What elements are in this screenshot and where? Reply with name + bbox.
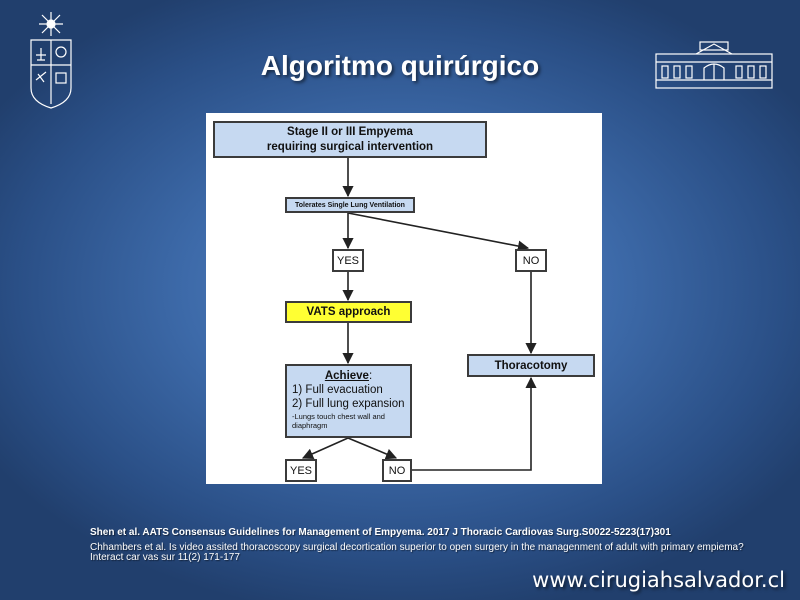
no-box-1: NO <box>515 249 547 272</box>
slide-title: Algoritmo quirúrgico <box>260 50 540 81</box>
tolerates-slv-box: Tolerates Single Lung Ventilation <box>285 197 415 213</box>
reference-chambers: Chhambers et al. Is video assited thorac… <box>90 542 744 563</box>
achieve-item-1: 1) Full evacuation <box>292 384 383 396</box>
reference-shen: Shen et al. AATS Consensus Guidelines fo… <box>90 527 671 538</box>
arrow-achieve-to-yes <box>301 437 349 460</box>
yes-label-1: YES <box>336 254 359 267</box>
thoracotomy-label: Thoracotomy <box>494 359 568 372</box>
website-url: www.cirugiahsalvador.cl <box>532 568 785 592</box>
flowchart-arrows <box>301 158 537 471</box>
achieve-colon: : <box>368 370 373 382</box>
no-label-2: NO <box>388 464 406 477</box>
achieve-item-2: 2) Full lung expansion <box>292 398 405 410</box>
hospital-building-logo <box>652 40 776 92</box>
stage-line-1: Stage II or III Empyema <box>287 125 413 138</box>
tolerates-label: Tolerates Single Lung Ventilation <box>295 201 405 209</box>
arrow-no-to-thoracotomy-loop <box>412 376 537 471</box>
stage-line-2: requiring surgical intervention <box>266 140 434 153</box>
achieve-title: Achieve <box>324 370 369 382</box>
stage-empyema-box: Stage II or III Empyema requiring surgic… <box>213 121 487 158</box>
vats-approach-box: VATS approach <box>285 301 412 323</box>
no-label-1: NO <box>522 254 540 267</box>
university-crest-logo <box>26 10 76 110</box>
thoracotomy-box: Thoracotomy <box>467 354 595 377</box>
achieve-note: -Lungs touch chest wall and diaphragm <box>292 412 385 430</box>
yes-label-2: YES <box>289 464 312 477</box>
star-icon <box>39 12 63 36</box>
achieve-heading: Achieve: <box>292 369 405 383</box>
vats-label: VATS approach <box>306 306 391 318</box>
achieve-box: Achieve: 1) Full evacuation 2) Full lung… <box>285 364 412 438</box>
yes-box-2: YES <box>285 459 317 482</box>
flowchart-panel: Stage II or III Empyema requiring surgic… <box>206 113 602 484</box>
arrow-tolerates-to-no <box>347 212 530 252</box>
no-box-2: NO <box>382 459 412 482</box>
arrow-achieve-to-no <box>347 437 398 460</box>
yes-box-1: YES <box>332 249 364 272</box>
